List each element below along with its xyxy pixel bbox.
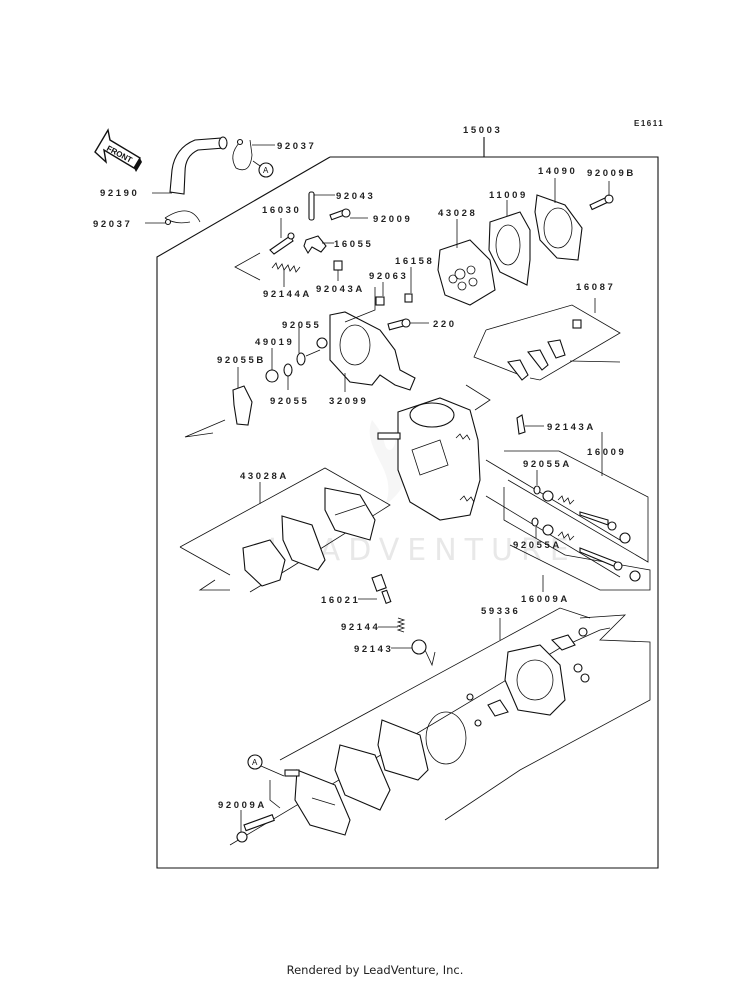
part-label-43028[interactable]: 43028 (438, 208, 477, 219)
part-label-92043A[interactable]: 92043A (316, 284, 365, 295)
spring-92144-part[interactable] (396, 617, 406, 633)
ref-marker-a-top (258, 162, 274, 178)
part-label-16009A[interactable]: 16009A (521, 594, 570, 605)
lever-16055-part[interactable] (303, 235, 327, 255)
part-label-16055[interactable]: 16055 (334, 239, 373, 250)
clip-92143A-part[interactable] (516, 414, 526, 435)
assembly-label: 15003 (463, 125, 502, 136)
part-label-92009B[interactable]: 92009B (587, 168, 636, 179)
o-ring-92055-upper-part[interactable] (296, 352, 306, 366)
pilot-screw-16009-part[interactable] (533, 485, 631, 544)
cap-49019-part[interactable] (265, 369, 279, 383)
screw-16158-part[interactable] (404, 293, 413, 303)
front-arrow-icon: FRONT (94, 128, 142, 172)
spring-92144A-part[interactable] (271, 262, 301, 273)
part-label-92055A-lower[interactable]: 92055A (513, 540, 562, 551)
clamp-lower-part[interactable] (164, 210, 201, 226)
kit-16087-plates-part[interactable] (506, 319, 582, 381)
needle-16030-part[interactable] (269, 232, 295, 255)
pump-cover-59336-part[interactable] (466, 627, 590, 727)
part-label-220[interactable]: 220 (433, 319, 457, 330)
screw-92009A-part[interactable] (236, 814, 275, 843)
part-label-92009A[interactable]: 92009A (218, 800, 267, 811)
part-label-16009[interactable]: 16009 (587, 447, 626, 458)
hose-part[interactable] (169, 136, 228, 195)
part-label-92055A-upper[interactable]: 92055A (523, 459, 572, 470)
part-label-92143A[interactable]: 92143A (547, 422, 596, 433)
gasket-11009-part[interactable] (488, 211, 531, 286)
part-label-92055-upper[interactable]: 92055 (282, 320, 321, 331)
gasket-set-43028A-part[interactable] (242, 487, 376, 587)
part-label-16158[interactable]: 16158 (395, 256, 434, 267)
part-label-16021[interactable]: 16021 (321, 595, 360, 606)
part-label-59336[interactable]: 59336 (481, 606, 520, 617)
diagram-code: E1611 (634, 119, 664, 128)
part-label-14090[interactable]: 14090 (538, 166, 577, 177)
cover-92055B-part[interactable] (232, 385, 253, 426)
ref-marker-a-bottom: A (247, 754, 263, 770)
part-label-11009[interactable]: 11009 (489, 190, 528, 201)
bolt-220-part[interactable] (387, 318, 411, 331)
pin-part[interactable] (308, 191, 315, 221)
part-label-92043[interactable]: 92043 (336, 191, 375, 202)
diaphragm-43028-part[interactable] (437, 239, 496, 306)
part-label-92037-lower[interactable]: 92037 (93, 219, 132, 230)
ref-marker-a-bottom-label: A (252, 758, 258, 767)
part-label-49019[interactable]: 49019 (255, 337, 294, 348)
part-label-16087[interactable]: 16087 (576, 282, 615, 293)
screw-92009B-part[interactable] (589, 194, 614, 211)
ref-marker-a-top-label: A (263, 166, 269, 175)
part-label-92143[interactable]: 92143 (354, 644, 393, 655)
float-92143-part[interactable] (411, 639, 427, 655)
needle-valve-16021-part[interactable] (371, 573, 392, 604)
pilot-screw-16009A-part[interactable] (531, 517, 641, 582)
kit-16087-frame (465, 298, 621, 411)
pump-diaphragm-part[interactable] (334, 711, 467, 811)
part-label-92009[interactable]: 92009 (373, 214, 412, 225)
part-label-92055B[interactable]: 92055B (217, 355, 266, 366)
kit-59336-frame (229, 607, 651, 846)
pump-body-part[interactable] (284, 769, 351, 836)
footer-credit: Rendered by LeadVenture, Inc. (286, 963, 464, 977)
spring-92043A-part[interactable] (333, 260, 343, 271)
o-ring-92055-lower-part[interactable] (283, 363, 293, 377)
part-labels: 92037 92190 92037 92043 92009 16030 1605… (93, 141, 636, 811)
part-label-92190[interactable]: 92190 (100, 188, 139, 199)
carburetor-body-part[interactable] (377, 397, 481, 521)
part-label-92055-lower[interactable]: 92055 (270, 396, 309, 407)
part-label-43028A[interactable]: 43028A (240, 471, 289, 482)
part-label-92063[interactable]: 92063 (369, 271, 408, 282)
screw-92063-part[interactable] (375, 296, 385, 306)
part-label-92144[interactable]: 92144 (341, 622, 380, 633)
cover-14090-part[interactable] (534, 194, 583, 261)
kit-16009-frame (503, 432, 651, 592)
part-label-92144A[interactable]: 92144A (263, 289, 312, 300)
part-label-92037-upper[interactable]: 92037 (277, 141, 316, 152)
screw-92009-part[interactable] (329, 208, 351, 221)
part-label-32099[interactable]: 32099 (329, 396, 368, 407)
assembly-frame (156, 137, 659, 869)
fuel-pump-32099-part[interactable] (316, 311, 416, 391)
clamp-part[interactable] (232, 138, 253, 171)
part-label-16030[interactable]: 16030 (262, 205, 301, 216)
